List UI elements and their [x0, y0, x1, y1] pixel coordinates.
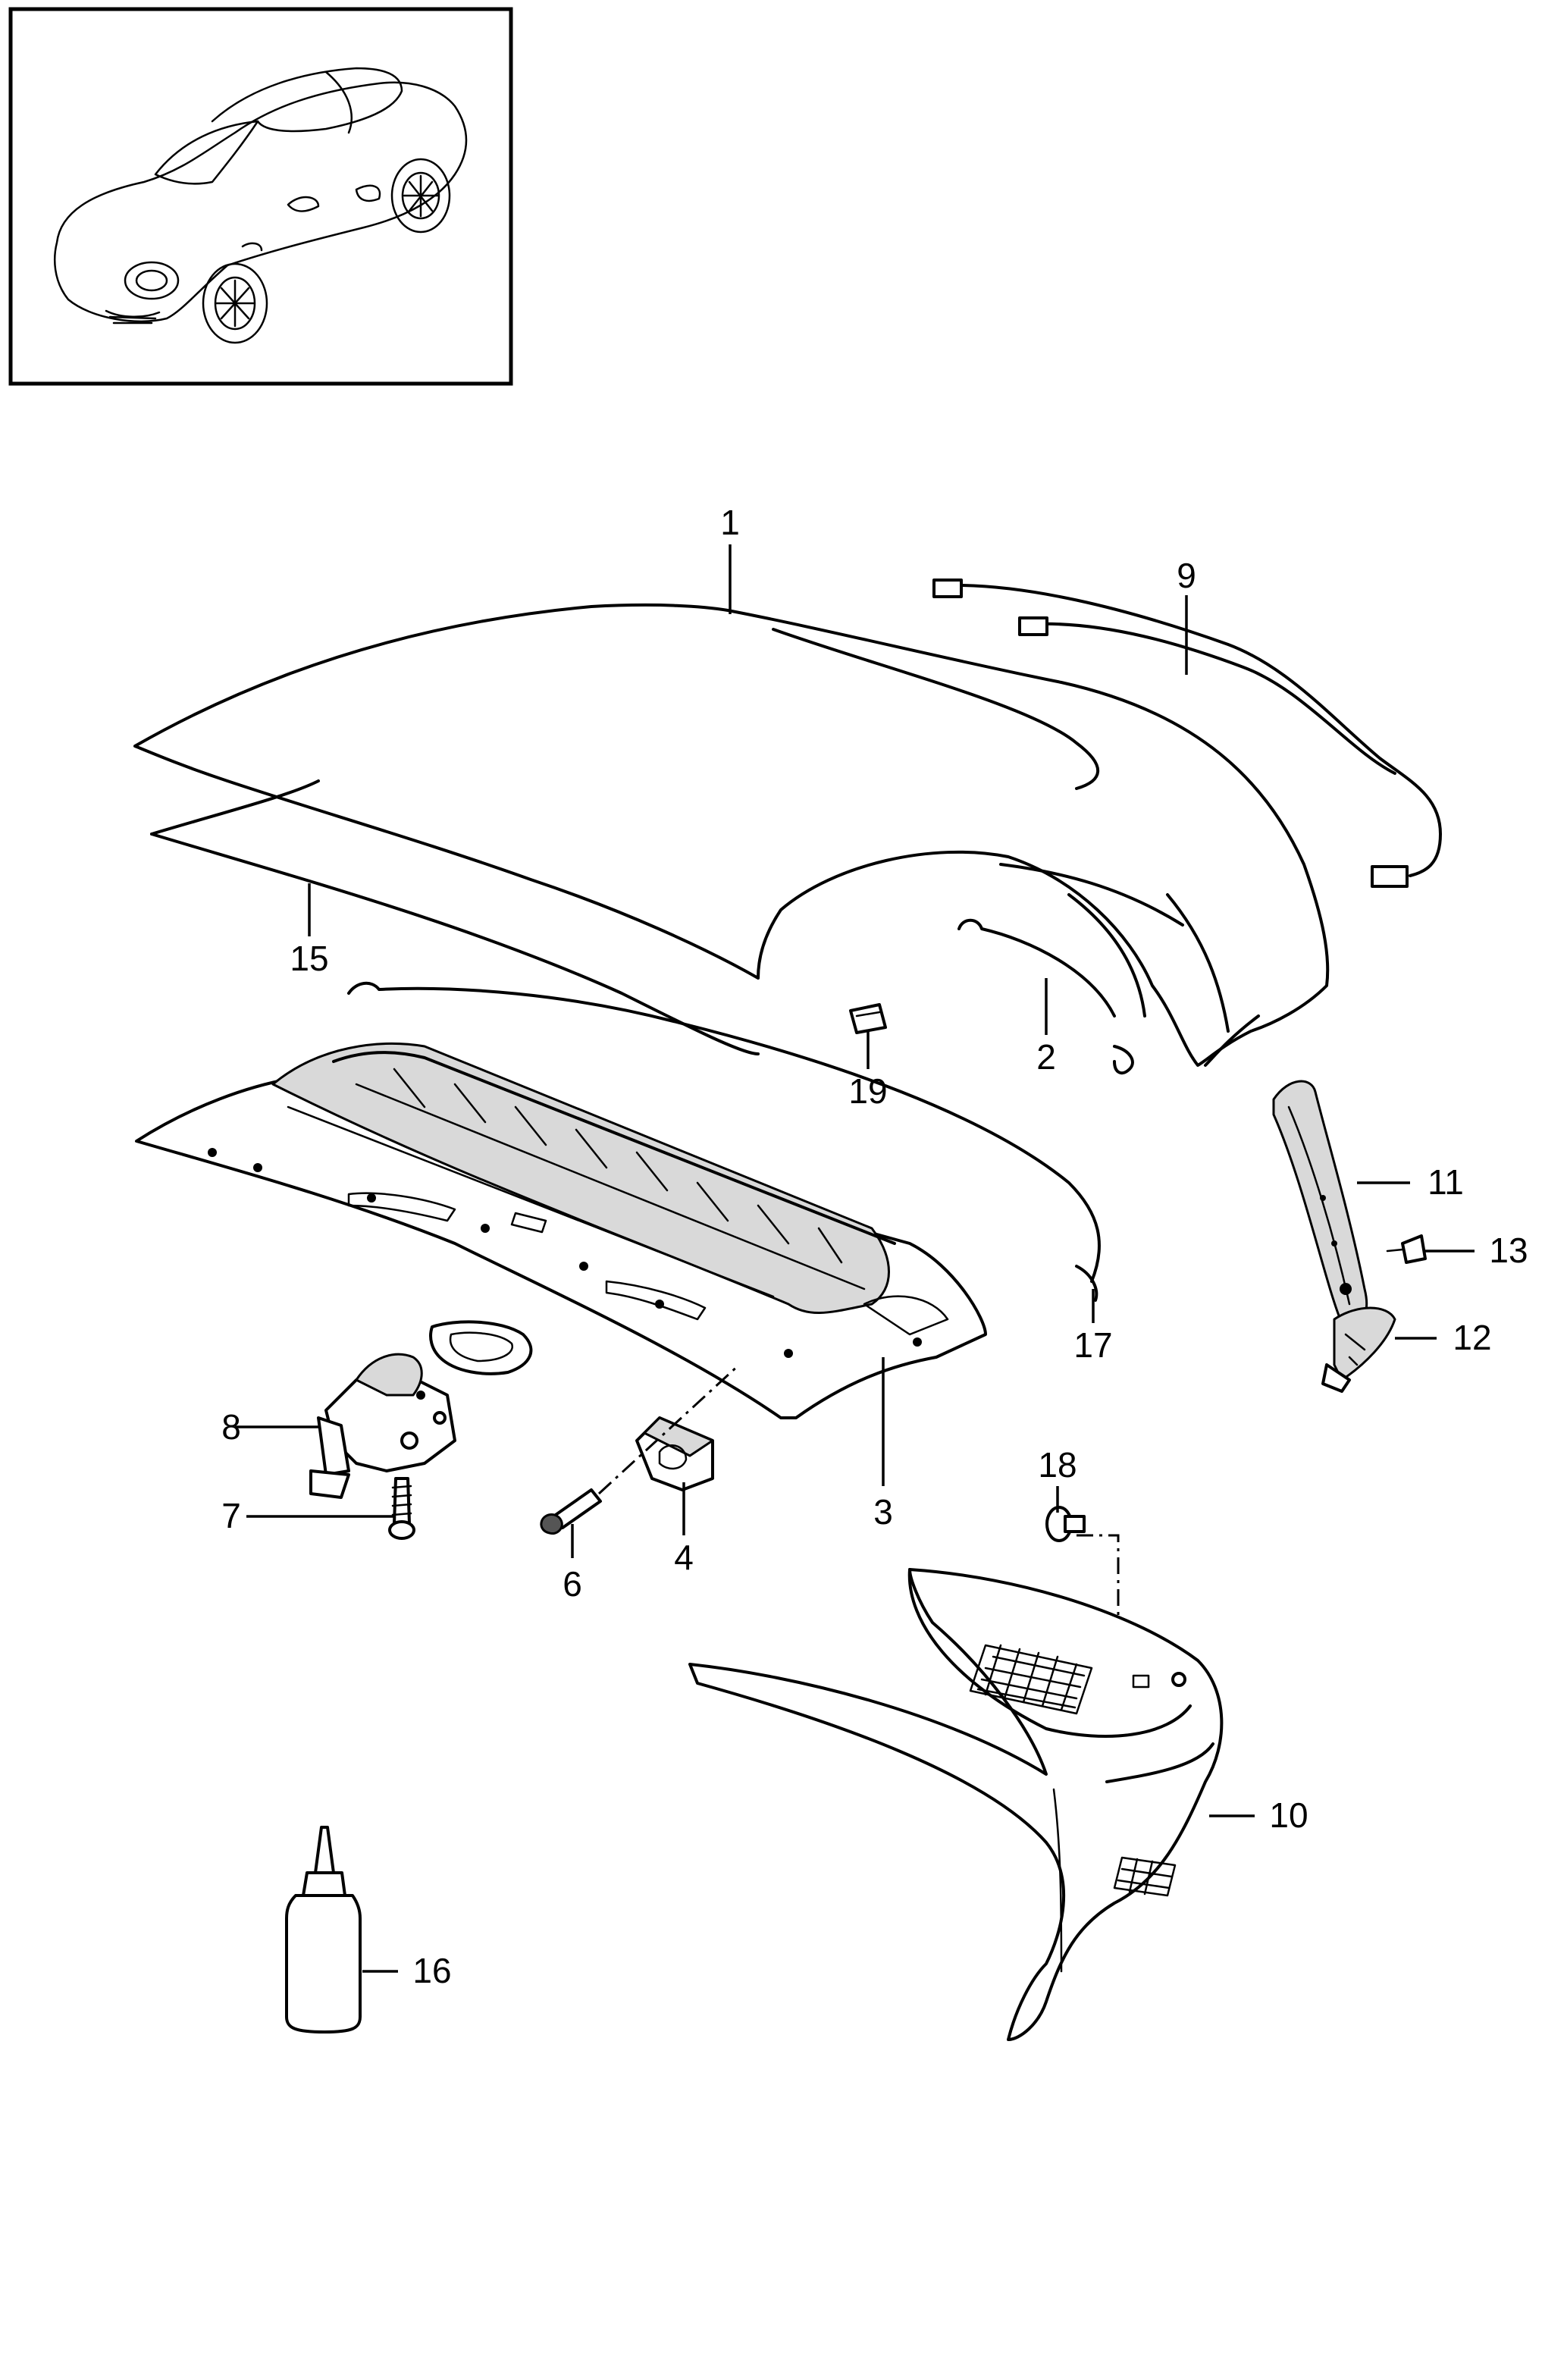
callout-4: 4: [674, 1538, 694, 1577]
part-18-fastener: [1045, 1506, 1086, 1542]
callout-6: 6: [563, 1564, 582, 1604]
callout-15: 15: [290, 939, 328, 978]
part-12-bracket: [1321, 1306, 1396, 1393]
callout-7: 7: [221, 1496, 241, 1535]
part-19-clip: [849, 1003, 887, 1034]
roadster-car-icon: [54, 67, 468, 344]
callout-11: 11: [1428, 1162, 1464, 1202]
callout-3: 3: [873, 1492, 893, 1532]
callout-18: 18: [1038, 1445, 1077, 1485]
part-17-cable: [347, 981, 1101, 1302]
callout-2: 2: [1036, 1037, 1056, 1077]
part-11-trim-strip: [1272, 1080, 1368, 1325]
part-4-bracket: [635, 1416, 714, 1491]
part-7-screw: [388, 1477, 415, 1540]
part-3-rear-frame: [135, 1043, 987, 1419]
part-10-rear-shell: [688, 1568, 1224, 2041]
callout-9: 9: [1177, 556, 1196, 595]
callout-10: 10: [1269, 1795, 1308, 1835]
part-2-tension-cable: [957, 893, 1146, 1075]
callout-16: 16: [412, 1951, 451, 1990]
callout-1: 1: [720, 503, 740, 542]
callout-8: 8: [221, 1407, 241, 1447]
callout-19: 19: [848, 1071, 887, 1111]
callout-17: 17: [1073, 1325, 1112, 1365]
mesh-patch: [969, 1644, 1093, 1715]
callout-12: 12: [1453, 1318, 1491, 1357]
callout-labels: 1 2 3 4 6 7 8 9 10 11 12 13 15 16 17 18 …: [221, 503, 1528, 1990]
part-1-top-cover: [133, 603, 1330, 1067]
adhesive-bottle-icon: [285, 1826, 362, 2034]
part-8-latch: [309, 1320, 533, 1499]
mesh-patch-small: [1113, 1856, 1177, 1897]
leader-lines: [235, 544, 1475, 1973]
vehicle-thumbnail: [8, 7, 513, 386]
part-13-clip: [1386, 1234, 1427, 1264]
callout-13: 13: [1489, 1231, 1528, 1270]
part-15-headliner: [150, 779, 760, 1055]
part-9-cable-harness: [932, 579, 1442, 888]
part-6-bolt: [540, 1488, 602, 1535]
